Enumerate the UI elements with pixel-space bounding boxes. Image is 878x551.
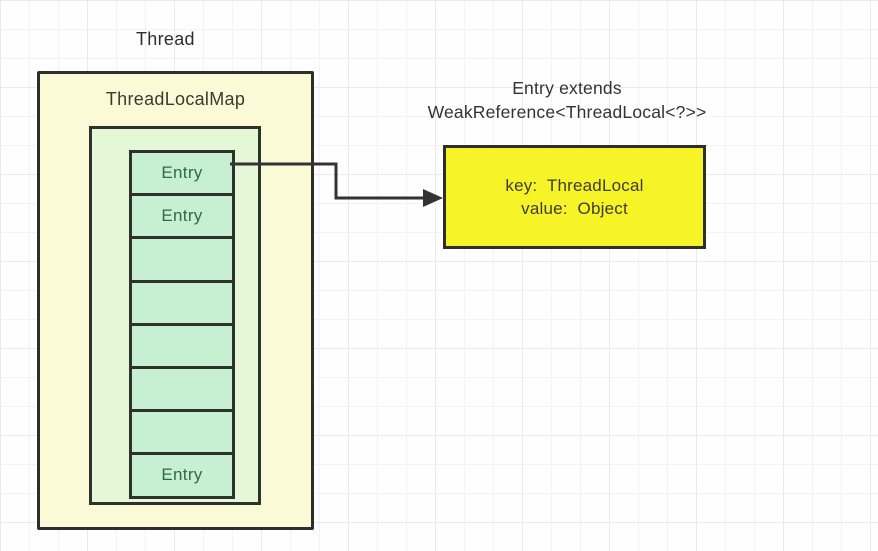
entry-cell	[129, 365, 235, 413]
entry-table-box: Entry Entry Entry	[89, 126, 261, 505]
threadlocalmap-box: ThreadLocalMap Entry Entry Entry	[37, 71, 314, 530]
entry-value-line: value: Object	[521, 199, 628, 218]
thread-label: Thread	[136, 29, 195, 49]
entry-key-line: key: ThreadLocal	[505, 176, 644, 195]
entry-extends-note-line2: WeakReference<ThreadLocal<?>>	[427, 102, 707, 122]
entry-detail-box: key: ThreadLocal value: Object	[443, 145, 706, 249]
entry-extends-note-line1: Entry extends	[512, 78, 622, 98]
entry-cell	[129, 322, 235, 369]
threadlocalmap-title: ThreadLocalMap	[105, 89, 246, 109]
entry-cell	[129, 279, 235, 326]
entry-cell: Entry	[129, 150, 235, 197]
entry-cell	[129, 409, 235, 456]
arrow-head-icon	[423, 189, 443, 207]
entry-cell	[129, 236, 235, 283]
entry-extends-note: Entry extends WeakReference<ThreadLocal<…	[387, 76, 747, 124]
entry-cell: Entry	[129, 193, 235, 240]
entry-cell: Entry	[129, 452, 235, 499]
entry-stack: Entry Entry Entry	[129, 150, 235, 499]
